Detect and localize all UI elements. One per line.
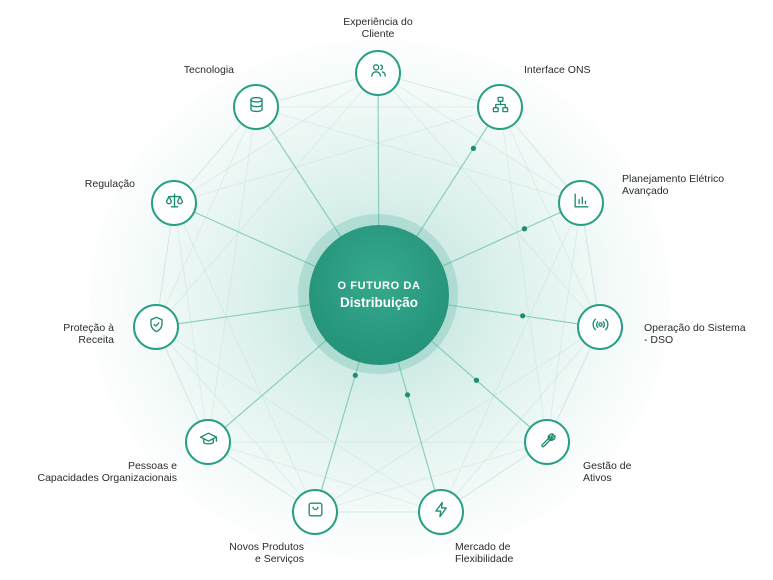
web-line — [499, 106, 548, 443]
web-line — [155, 326, 442, 513]
label-tecnologia: Tecnologia — [183, 64, 234, 76]
web-line — [377, 72, 601, 328]
web-line — [440, 202, 582, 513]
shopping-bag-icon — [306, 500, 325, 524]
node-regulacao[interactable] — [151, 180, 197, 226]
node-mercado-de-flexibilidade[interactable] — [418, 489, 464, 535]
spoke-dot — [352, 372, 358, 378]
node-experiencia-do-cliente[interactable] — [355, 50, 401, 96]
web-line — [207, 441, 442, 513]
spoke-dot — [520, 313, 526, 319]
scales-icon — [165, 191, 184, 215]
spoke-dot — [404, 392, 411, 398]
label-interface-ons: Interface ONS — [524, 64, 591, 76]
node-pessoas-e-capacidades[interactable] — [185, 419, 231, 465]
node-gestao-de-ativos[interactable] — [524, 419, 570, 465]
label-regulacao: Regulação — [84, 178, 135, 190]
node-novos-produtos[interactable] — [292, 489, 338, 535]
spoke-dot — [473, 377, 480, 383]
web-line — [155, 72, 379, 328]
broadcast-icon — [591, 315, 610, 339]
spoke-dot — [521, 226, 528, 232]
node-planejamento-eletrico[interactable] — [558, 180, 604, 226]
web-line — [173, 202, 316, 513]
spoke-dot — [470, 145, 476, 151]
shield-check-icon — [147, 315, 166, 339]
label-operacao-do-sistema: Operação do Sistema- DSO — [644, 322, 746, 346]
web-line — [207, 106, 257, 443]
web-line — [173, 106, 501, 204]
web-line — [255, 106, 582, 204]
wrench-icon — [538, 430, 557, 454]
lightning-icon — [432, 500, 451, 524]
node-tecnologia[interactable] — [233, 84, 279, 130]
web-line — [155, 326, 316, 513]
web-line — [314, 326, 601, 513]
hierarchy-icon — [491, 95, 510, 119]
center-title-line1: O FUTURO DA — [337, 280, 421, 292]
node-protecao-a-receita[interactable] — [133, 304, 179, 350]
users-icon — [369, 61, 388, 85]
center-title-line2: Distribuição — [339, 295, 418, 310]
node-operacao-do-sistema[interactable] — [577, 304, 623, 350]
node-interface-ons[interactable] — [477, 84, 523, 130]
bar-chart-icon — [572, 191, 591, 215]
graduation-cap-icon — [199, 430, 218, 454]
web-line — [546, 202, 582, 443]
database-icon — [247, 95, 266, 119]
center-hub: O FUTURO DA Distribuição — [309, 225, 449, 365]
